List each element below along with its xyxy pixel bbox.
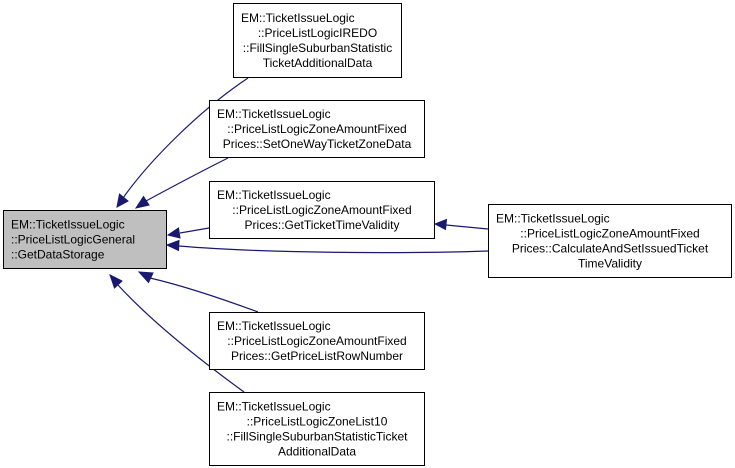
node-caller-n6[interactable]: EM::TicketIssueLogic::PriceListLogicZone… bbox=[209, 392, 425, 466]
edge-line bbox=[178, 245, 489, 254]
node-box[interactable] bbox=[209, 312, 425, 370]
node-caller-n2[interactable]: EM::TicketIssueLogic::PriceListLogicZone… bbox=[209, 100, 425, 158]
node-label-line: Prices::SetOneWayTicketZoneData bbox=[223, 137, 412, 151]
node-label-line: Prices::GetPriceListRowNumber bbox=[231, 349, 403, 363]
edges-layer bbox=[109, 77, 489, 393]
node-label-line: ::PriceListLogicZoneAmountFixed bbox=[232, 203, 411, 217]
node-label-line: EM::TicketIssueLogic bbox=[11, 218, 125, 232]
edge-n1-main bbox=[116, 77, 249, 208]
nodes-layer: EM::TicketIssueLogic::PriceListLogicGene… bbox=[3, 3, 732, 466]
edge-n3-main bbox=[166, 227, 210, 239]
node-label-line: Prices::CalculateAndSetIssuedTicket bbox=[512, 242, 709, 256]
arrowhead-icon bbox=[137, 271, 154, 284]
node-label-line: ::PriceListLogicGeneral bbox=[11, 233, 135, 247]
node-label-line: ::GetDataStorage bbox=[11, 248, 105, 262]
node-caller-n4[interactable]: EM::TicketIssueLogic::PriceListLogicZone… bbox=[488, 204, 732, 278]
node-box[interactable] bbox=[3, 210, 167, 269]
node-label-line: Prices::GetTicketTimeValidity bbox=[245, 218, 400, 232]
node-label-line: ::PriceListLogicZoneAmountFixed bbox=[227, 122, 406, 136]
edge-line bbox=[149, 277, 259, 313]
arrowhead-icon bbox=[165, 239, 180, 252]
arrowhead-icon bbox=[166, 227, 181, 239]
arrowhead-icon bbox=[134, 195, 150, 209]
node-label-line: EM::TicketIssueLogic bbox=[217, 107, 331, 121]
node-label-line: AdditionalData bbox=[278, 445, 356, 459]
edge-n6-main bbox=[109, 274, 245, 393]
node-label-line: EM::TicketIssueLogic bbox=[217, 188, 331, 202]
node-label-line: ::PriceListLogicZoneAmountFixed bbox=[227, 334, 406, 348]
node-label-line: ::PriceListLogicZoneAmountFixed bbox=[520, 227, 699, 241]
edge-n4-n3 bbox=[433, 218, 489, 231]
node-caller-n1[interactable]: EM::TicketIssueLogic::PriceListLogicIRED… bbox=[233, 3, 402, 78]
node-label-line: ::FillSingleSuburbanStatistic bbox=[243, 41, 392, 55]
arrowhead-icon bbox=[116, 193, 129, 208]
node-box[interactable] bbox=[209, 100, 425, 158]
edge-line bbox=[445, 224, 489, 230]
node-caller-n5[interactable]: EM::TicketIssueLogic::PriceListLogicZone… bbox=[209, 312, 425, 370]
edge-line bbox=[145, 157, 229, 202]
edge-line bbox=[179, 227, 210, 234]
node-label-line: TicketAdditionalData bbox=[263, 56, 373, 70]
node-current-function[interactable]: EM::TicketIssueLogic::PriceListLogicGene… bbox=[3, 210, 167, 269]
node-label-line: ::FillSingleSuburbanStatisticTicket bbox=[227, 430, 409, 444]
edge-n5-main bbox=[137, 271, 259, 313]
arrowhead-icon bbox=[433, 218, 448, 231]
edge-n4-main bbox=[165, 239, 489, 254]
node-box[interactable] bbox=[233, 3, 402, 78]
arrowhead-icon bbox=[109, 274, 123, 289]
node-label-line: ::PriceListLogicIREDO bbox=[258, 26, 377, 40]
edge-n2-main bbox=[134, 157, 229, 209]
edge-line bbox=[117, 284, 245, 393]
edge-line bbox=[122, 77, 249, 199]
node-box[interactable] bbox=[209, 181, 435, 239]
node-box[interactable] bbox=[488, 204, 732, 278]
node-label-line: EM::TicketIssueLogic bbox=[241, 11, 355, 25]
node-label-line: EM::TicketIssueLogic bbox=[496, 212, 610, 226]
node-box[interactable] bbox=[209, 392, 425, 466]
node-caller-n3[interactable]: EM::TicketIssueLogic::PriceListLogicZone… bbox=[209, 181, 435, 239]
node-label-line: EM::TicketIssueLogic bbox=[217, 319, 331, 333]
node-label-line: TimeValidity bbox=[578, 257, 642, 271]
node-label-line: ::PriceListLogicZoneList10 bbox=[247, 415, 388, 429]
node-label-line: EM::TicketIssueLogic bbox=[217, 400, 331, 414]
